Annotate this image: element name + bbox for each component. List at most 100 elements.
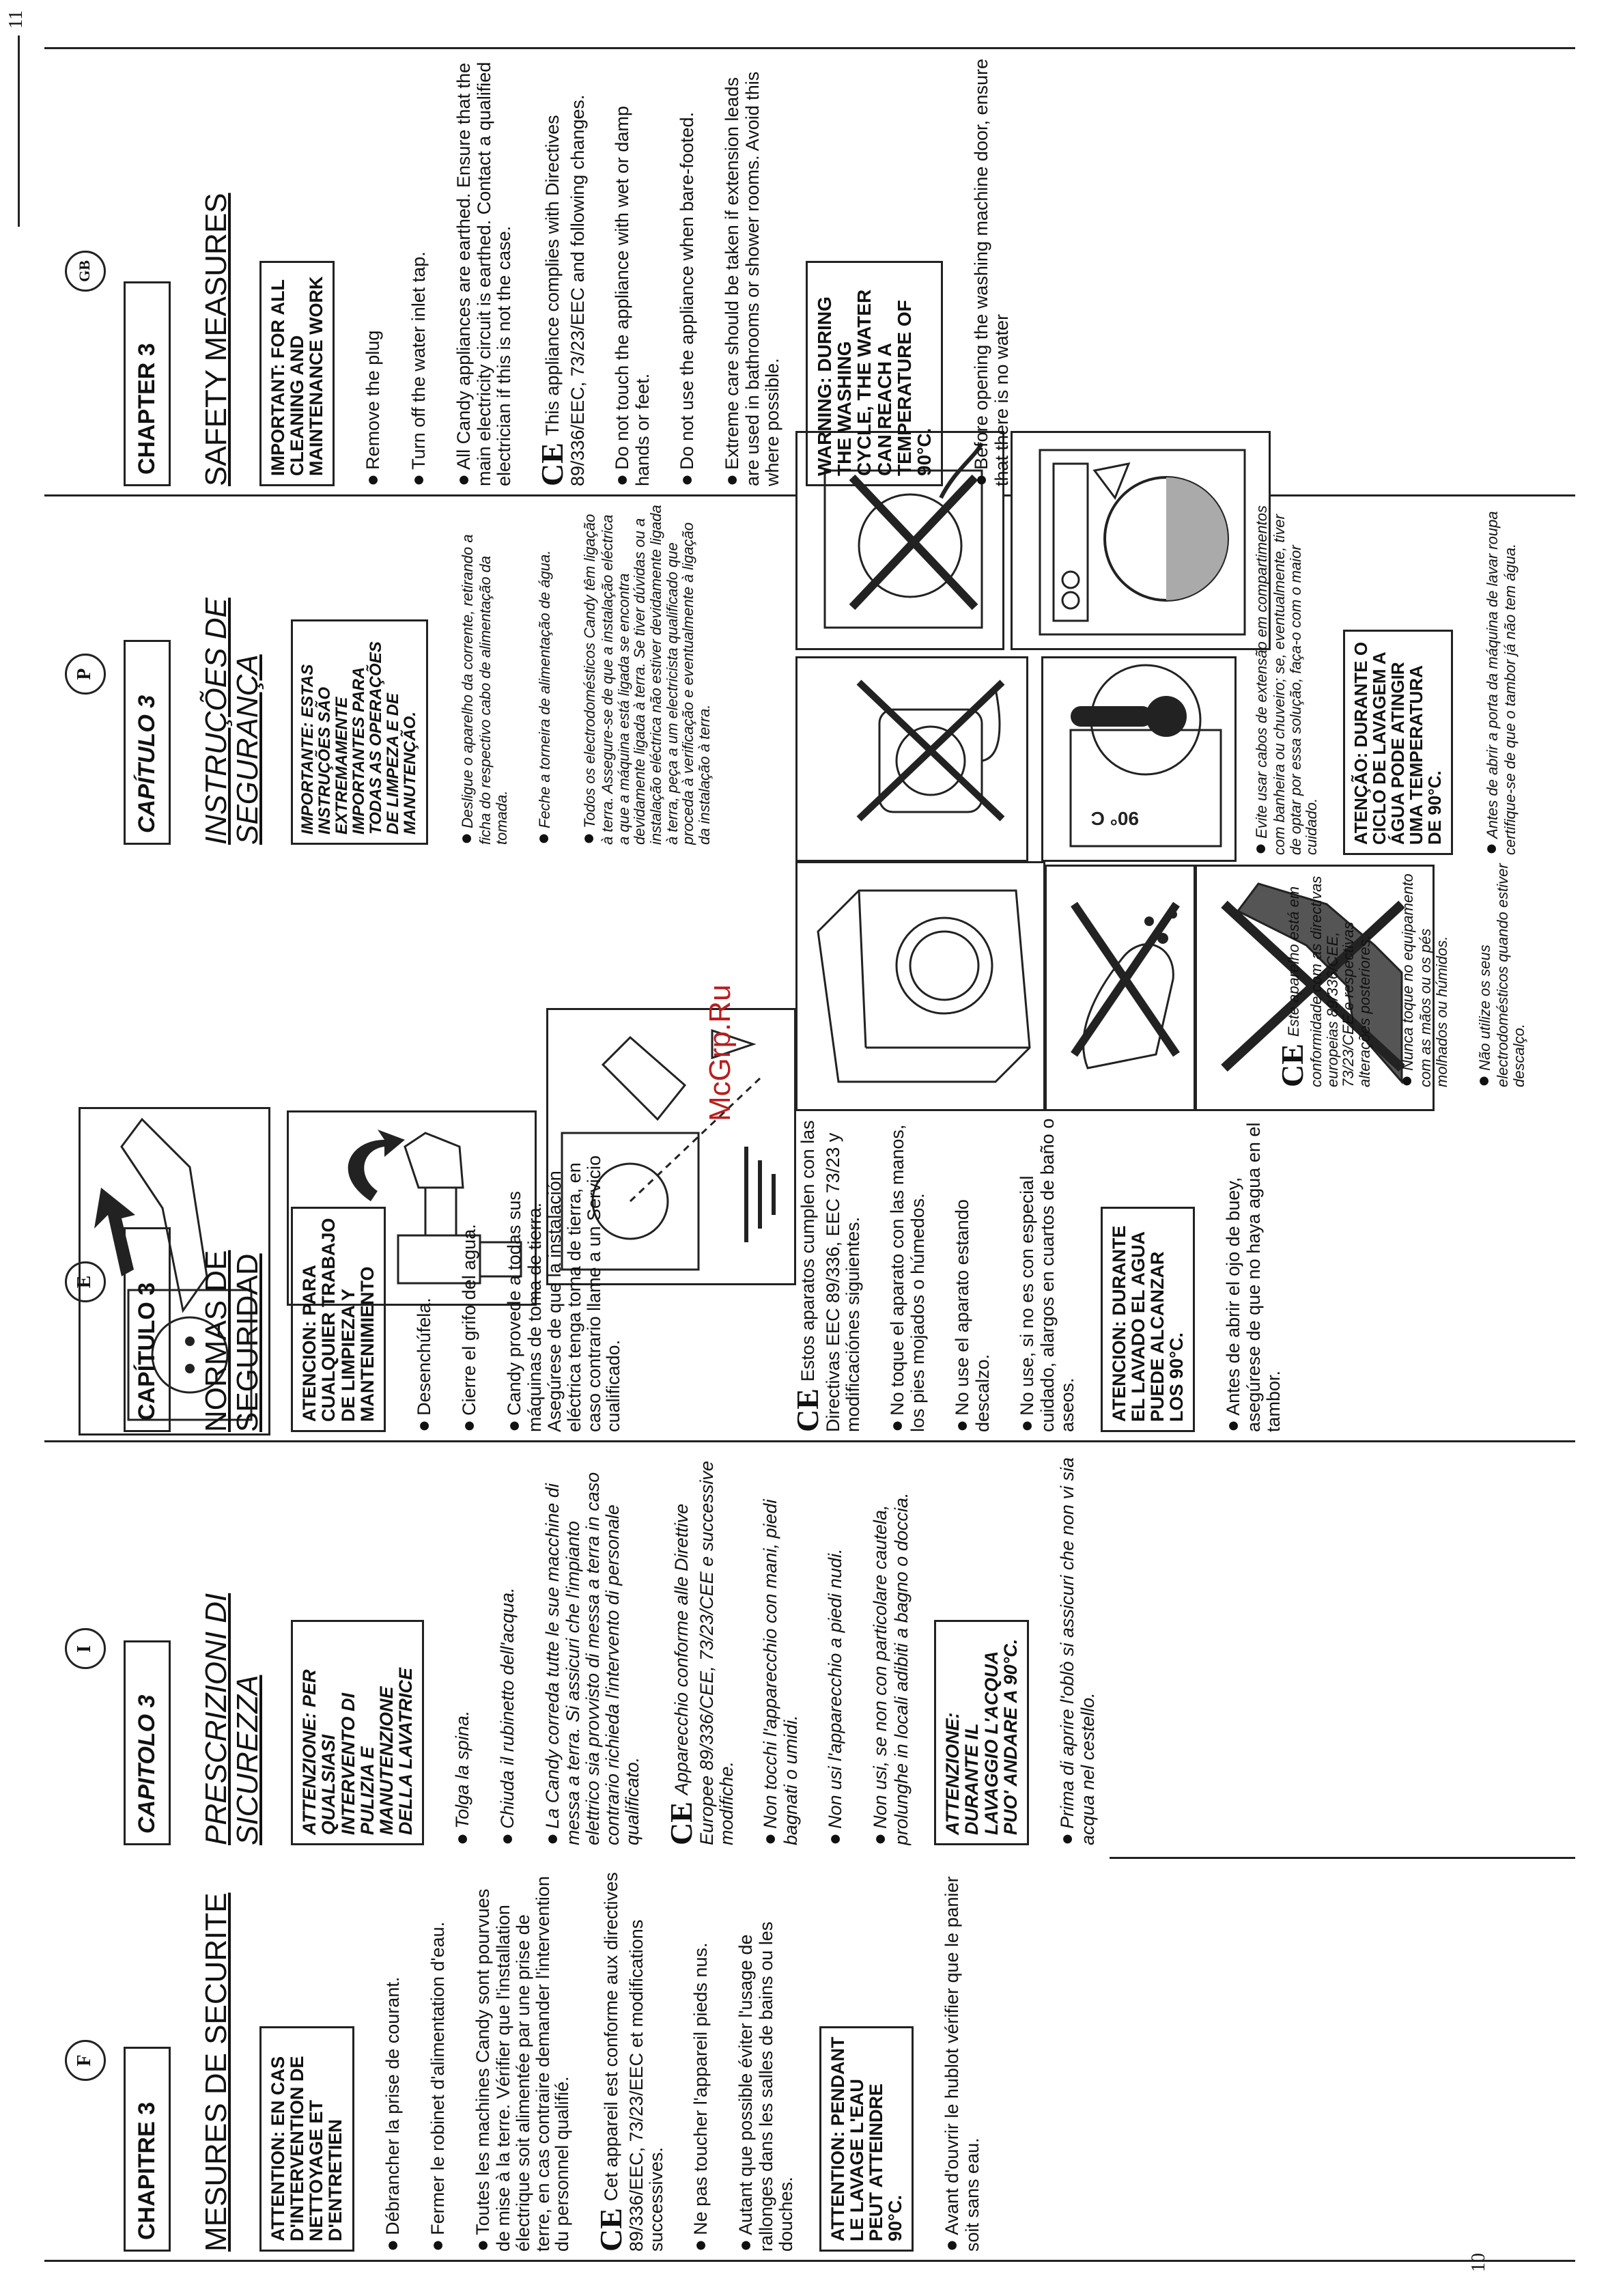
list-item-it: ●Non usi, se non con particolare cautela… [869,1492,912,1845]
chapter-heading-fr: CHAPITRE 3 [124,2047,171,2252]
warning-box-fr: ATTENTION: EN CAS D'INTERVENTION DE NETT… [259,2026,354,2252]
bare-foot-forbidden-icon [1221,882,1405,1084]
list-item-pt: ●Antes de abrir a porta da máquina de la… [1479,511,1519,855]
list-item-fr: ●Autant que possible éviter l'usage de r… [734,1921,797,2252]
thermometer-icon: 90° C [1069,664,1222,848]
list-item-es: ●Cierre el grifo del agua. [457,1224,480,1432]
separator [1110,1857,1575,1859]
water-in-drum-illustration [795,431,1004,650]
ce-mark: CE [792,1388,825,1432]
list-item-es: ●No use, si no es con especial cuidado, … [1015,1118,1077,1432]
temperature-warning-es: ATENCION: DURANTE EL LAVADO EL AGUA PUED… [1100,1207,1195,1432]
extension-lead-forbidden-icon [856,680,1005,822]
list-item-es: ●Antes de abrir el ojo de buey, asegúres… [1221,1122,1284,1432]
list-item-pt: ●Evite usar cabos de extensão em compart… [1250,505,1321,855]
list-item-gb: ●Do not touch the appliance with wet or … [610,106,653,486]
language-badge-es: E [65,1261,106,1302]
list-item-es: ●Desenchúfela. [412,1298,435,1432]
warning-box-pt: IMPORTANTE: ESTAS INSTRUÇÕES SÃO EXTREMA… [291,619,429,845]
wet-hands-illustration [1045,865,1196,1111]
list-item-gb: ●Remove the plug [361,330,384,486]
tap-icon [348,1130,522,1285]
list-item-fr: ●Ne pas toucher l'appareil pieds nus. [689,1942,712,2252]
list-item-pt: ●Desligue o aparelho da corrente, retira… [455,534,510,845]
column-pt-continued: CEEste aparelho está em conformidade com… [1277,862,1582,1087]
plug-removal-illustration [79,1107,270,1436]
ce-mark: CE [1277,1044,1310,1087]
extension-lead-illustration [795,656,1028,862]
column-it: I CAPITOLO 3 PRESCRIZIONI DI SICUREZZA A… [65,1453,1582,1845]
warning-box-it: ATTENZIONE: PER QUALSIASI INTERVENTO DI … [291,1620,424,1845]
list-item-pt: CEEste aparelho está em conformidade com… [1277,862,1373,1087]
earth-symbol-icon [561,1028,776,1271]
list-item-it: CEApparecchio conforme alle Direttive Eu… [663,1461,737,1845]
list-item-it: ●Tolga la spina. [450,1710,473,1845]
list-item-fr: ●Fermer le robinet d'alimentation d'eau. [425,1921,449,2252]
watermark: McGrp.Ru [703,984,737,1121]
column-pt: P CAPÍTULO 3 INSTRUÇÕES DE SEGURANÇA IMP… [65,503,789,845]
plug-icon [94,1117,253,1421]
chapter-heading-es: CAPÍTULO 3 [124,1227,171,1432]
washing-machine-illustration [795,861,1045,1111]
section-title-fr: MESURES DE SECURITE [199,1892,233,2252]
earth-plug-illustration [546,1008,796,1285]
separator [44,1440,1575,1442]
list-item-fr: CECet appareil est conforme aux directiv… [593,1872,667,2252]
section-title-es: NORMAS DE SEGURIDAD [199,1250,265,1432]
list-item-pt: ●Nunca toque no equipamento com as mãos … [1395,873,1450,1087]
list-item-pt: ●Feche a torneira de alimentação de água… [532,550,555,845]
column-gb: GB CHAPTER 3 SAFETY MEASURES IMPORTANT: … [65,56,1582,486]
column-pt-end: ●Evite usar cabos de extensão em compart… [1250,500,1582,855]
list-item-fr: ●Toutes les machines Candy sont pourvues… [470,1876,573,2252]
list-item-gb: ●Do not use the appliance when bare-foot… [675,112,698,486]
language-badge-gb: GB [65,251,106,292]
washing-machine-icon [817,889,1031,1083]
list-item-it: ●La Candy correda tutte le sue macchine … [541,1472,643,1845]
bare-feet-illustration [1195,865,1435,1111]
wet-hand-forbidden-icon [1071,901,1180,1069]
list-item-pt: ●Não utilize os seus electrodomésticos q… [1472,863,1527,1087]
hot-water-illustration: 90° C [1041,656,1237,862]
list-item-it: ●Prima di aprire l'oblò si assicuri che … [1055,1457,1098,1845]
temperature-warning-pt: ATENÇÃO: DURANTE O CICLO DE LAVAGEM A ÁG… [1342,630,1453,855]
section-title-pt: INSTRUÇÕES DE SEGURANÇA [199,598,265,845]
list-item-es: CEEstos aparatos cumplen con las Directi… [792,1118,863,1432]
chapter-heading-it: CAPITOLO 3 [124,1640,171,1845]
column-fr: F CHAPITRE 3 MESURES DE SECURITE ATTENTI… [65,1869,1582,2252]
chapter-heading-gb: CHAPTER 3 [124,281,171,486]
temperature-warning-it: ATTENZIONE: DURANTE IL LAVAGGIO L'ACQUA … [934,1620,1029,1845]
warning-box-gb: IMPORTANT: FOR ALL CLEANING AND MAINTENA… [259,261,335,486]
list-item-gb: ●Before opening the washing machine door… [969,58,1012,486]
page-number-left: 10 [1468,2253,1489,2272]
separator [44,2260,1575,2262]
ce-mark: CE [593,2208,629,2252]
list-item-it: ●Chiuda il rubinetto dell'acqua. [495,1587,518,1845]
separator [44,47,1575,49]
list-item-gb: ●Turn off the water inlet tap. [406,251,429,486]
water-spill-forbidden-icon [823,442,984,629]
ce-mark: CE [663,1802,698,1845]
temperature-warning-gb: WARNING: DURING THE WASHING CYCLE, THE W… [806,261,943,486]
list-item-it: ●Non tocchi l'apparecchio con mani, pied… [759,1499,802,1845]
list-item-fr: ●Avant d'ouvrir le hublot vérifier que l… [940,1876,983,2252]
top-rule [18,36,20,227]
list-item-pt: ●Todos os electrodomésticos Candy têm li… [577,505,713,845]
temperature-warning-fr: ATTENTION: PENDANT LE LAVAGE L'EAU PEUT … [819,2026,914,2252]
chapter-heading-pt: CAPÍTULO 3 [124,640,171,845]
list-item-fr: ●Débrancher la prise de courant. [380,1976,404,2252]
svg-text:90° C: 90° C [1091,808,1139,829]
list-item-es: ●No use el aparato estando descalzo. [950,1199,993,1432]
section-title-gb: SAFETY MEASURES [199,193,233,486]
language-badge-it: I [65,1628,106,1670]
warning-box-es: ATENCION: PARA CUALQUIER TRABAJO DE LIMP… [291,1207,386,1432]
section-title-it: PRESCRIZIONI DI SICUREZZA [199,1593,265,1845]
list-item-es: ●Candy provede a todas sus máquinas de t… [502,1155,624,1432]
list-item-gb: ●Extreme care should be taken if extensi… [720,71,783,486]
language-badge-fr: F [65,2040,106,2081]
list-item-gb: ●All Candy appliances are earthed. Ensur… [451,61,514,486]
list-item-es: ●No toque el aparato con las manos, los … [885,1124,928,1432]
ce-mark: CE [535,443,570,486]
language-badge-pt: P [65,654,106,695]
page-number-right: 11 [5,10,27,29]
